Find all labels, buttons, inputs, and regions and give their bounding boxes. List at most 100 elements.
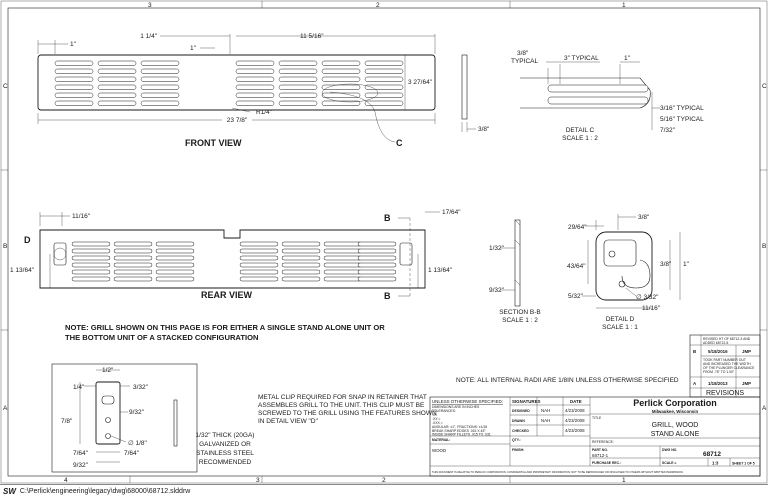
detail-d-dim-top: 3/8" — [638, 214, 650, 221]
rear-slot — [71, 269, 111, 275]
radii-note: NOTE: ALL INTERNAL RADII ARE 1/8IN UNLES… — [456, 377, 679, 384]
front-slot — [235, 68, 275, 74]
front-slot — [54, 92, 94, 98]
revisions-header: REVISIONS — [706, 390, 744, 397]
detail-d-title: DETAIL D — [606, 316, 635, 323]
rear-section-marker-top: B — [384, 213, 391, 223]
part-no-label: PART NO. — [592, 448, 608, 452]
detail-d-dim-tl: 29/64" — [568, 224, 587, 231]
detail-d-dim-right2: 1" — [683, 261, 690, 268]
front-side-profile — [461, 54, 468, 120]
sig-date-drawn: 4/23/2008 — [565, 418, 585, 423]
front-slot — [140, 84, 180, 90]
clip-dim-hole: ∅ 1/8" — [128, 440, 148, 447]
grill-note-line-1: NOTE: GRILL SHOWN ON THIS PAGE IS FOR EI… — [65, 323, 385, 332]
detail-d-dim-left: 43/64" — [567, 263, 586, 270]
revision-b-date: 5/18/2016 — [708, 349, 728, 354]
title-block: UNLESS OTHERWISE SPECIFIED: DIMENSIONS A… — [429, 396, 761, 477]
clip-detail-frame — [51, 363, 198, 473]
rear-slot — [239, 248, 279, 254]
clip-dim-mid: 9/32" — [129, 409, 145, 416]
detail-c: 3/8" TYPICAL 3" TYPICAL 1" 3/16" TYPICAL… — [511, 50, 704, 142]
rear-slot — [357, 262, 397, 268]
front-slot — [278, 92, 318, 98]
tolerance-line-2: TOLERANCES: — [432, 409, 456, 413]
front-dim-slot-right: 11 5/16" — [300, 33, 324, 40]
rear-slot — [239, 255, 279, 261]
zone-right-a: A — [762, 405, 767, 412]
rear-slot — [281, 276, 321, 282]
front-slot — [54, 60, 94, 66]
rear-slot — [113, 269, 153, 275]
detail-d: 3/8" 29/64" 43/64" 3/8" 1" 5/32" ∅ 3/32"… — [567, 214, 690, 331]
zone-left-c: C — [3, 83, 8, 90]
zone-bottom-1: 1 — [622, 477, 626, 484]
sig-name-designed: NAH — [541, 408, 550, 413]
front-slot — [97, 92, 137, 98]
zone-bottom-4: 4 — [64, 477, 68, 484]
revision-block: REVISED HT OF 68712-3 AND ADDED 68712-5 … — [689, 334, 761, 398]
rear-slot — [71, 262, 111, 268]
front-slot — [364, 100, 404, 106]
front-dim-thickness: 3/8" — [478, 126, 490, 133]
detail-d-dim-right: 3/8" — [660, 261, 672, 268]
rear-slot — [71, 248, 111, 254]
zone-left-a: A — [3, 405, 8, 412]
section-bb-profile — [514, 219, 521, 307]
revision-a-desc-3: OF THE PLUNGER CLEARANCE — [703, 366, 755, 370]
detail-c-dim-d3: 7/32" — [660, 127, 676, 134]
revision-a-by: JMP — [742, 381, 751, 386]
rear-slot — [71, 241, 111, 247]
front-slot — [278, 84, 318, 90]
sig-role-drawn: DRAWN — [512, 419, 525, 423]
front-view-outline — [37, 54, 436, 111]
front-slot — [278, 100, 318, 106]
front-dim-slot-gap: 1" — [190, 45, 197, 52]
rear-slot — [239, 276, 279, 282]
zone-bottom-2: 2 — [382, 477, 386, 484]
sig-date-checked: 4/23/2008 — [565, 428, 585, 433]
front-slot — [364, 68, 404, 74]
rear-section-marker-bottom: B — [384, 291, 391, 301]
front-dim-left-offset: 1" — [70, 41, 77, 48]
zone-top-3: 3 — [148, 2, 152, 9]
clip-dim-height: 7/8" — [61, 418, 73, 425]
rear-slot — [155, 255, 195, 261]
rear-slot — [281, 241, 321, 247]
detail-d-dim-bottom-left: 5/32" — [568, 293, 584, 300]
rear-slot — [323, 276, 363, 282]
front-slot — [54, 76, 94, 82]
front-dim-height: 3 27/64" — [408, 79, 433, 86]
zone-right-b: B — [762, 243, 766, 250]
rear-dim-right-height: 1 13/64" — [428, 267, 453, 274]
front-slot — [97, 68, 137, 74]
rear-slot — [155, 276, 195, 282]
finish-label: FINISH: — [512, 448, 524, 452]
front-slot — [364, 76, 404, 82]
rear-callout-d: D — [24, 235, 31, 245]
rear-clip-pocket-left — [53, 242, 67, 266]
status-bar: SW C:\Perlick\engineering\legacy\dwg\680… — [0, 484, 768, 498]
clip-dim-bottom: 9/32" — [73, 462, 89, 469]
front-slot — [97, 84, 137, 90]
rear-dim-top-left: 11/16" — [72, 213, 91, 220]
front-slot — [97, 60, 137, 66]
dwg-no-label: DWG NO. — [662, 448, 677, 452]
front-slot — [235, 76, 275, 82]
section-bb-dim-bottom: 9/32" — [489, 287, 505, 294]
file-path: C:\Perlick\engineering\legacy\dwg\68000\… — [19, 488, 191, 495]
front-dim-overall-width: 23 7/8" — [227, 117, 248, 124]
title-block-frame — [429, 396, 761, 477]
section-bb-title: SECTION B-B — [499, 309, 541, 316]
zone-left-b: B — [3, 243, 7, 250]
clip-note-line-4: IN DETAIL VIEW "D" — [258, 418, 319, 425]
rear-slot — [357, 241, 397, 247]
dwg-no-value: 68712 — [703, 451, 721, 458]
rear-slot — [323, 269, 363, 275]
clip-dim-br: 7/64" — [124, 450, 140, 457]
sig-name-drawn: NAH — [541, 418, 550, 423]
clip-dim-right-top: 3/32" — [133, 384, 149, 391]
front-slot — [321, 76, 361, 82]
outer-border — [0, 0, 768, 484]
zone-bottom-3: 3 — [256, 477, 260, 484]
